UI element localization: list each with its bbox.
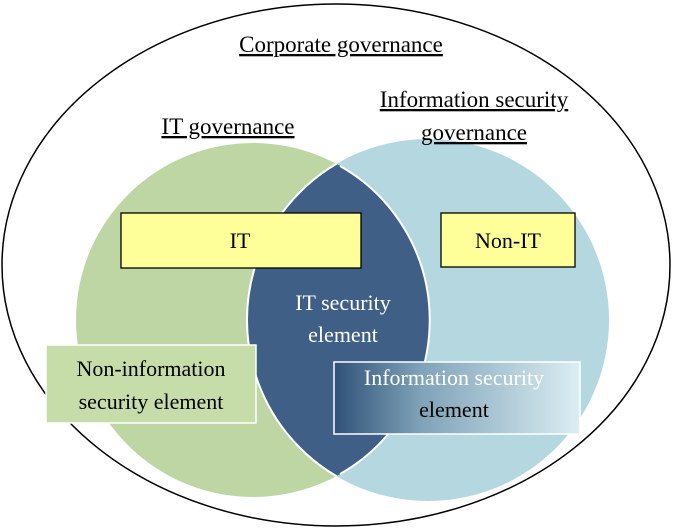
it-box-label: IT bbox=[230, 228, 251, 253]
intersection-left-edge bbox=[339, 165, 431, 475]
infosec-governance-label-line2: governance bbox=[421, 120, 527, 145]
non-it-box-label: Non-IT bbox=[475, 228, 542, 253]
corporate-governance-label: Corporate governance bbox=[239, 32, 443, 57]
infosec-governance-label-line1: Information security bbox=[380, 87, 569, 112]
non-infosec-element-line1: Non-information bbox=[76, 356, 225, 381]
it-box bbox=[120, 212, 362, 269]
it-security-element-line1: IT security bbox=[295, 290, 391, 315]
it-governance-label: IT governance bbox=[161, 114, 294, 139]
non-infosec-element-box bbox=[45, 344, 257, 424]
infosec-element-line1: Information security bbox=[364, 365, 544, 390]
intersection-outline bbox=[246, 143, 430, 497]
non-infosec-element-line2: security element bbox=[79, 389, 224, 414]
infosec-element-box bbox=[333, 361, 581, 435]
infosec-element-line2: element bbox=[419, 397, 489, 422]
non-it-box bbox=[440, 212, 576, 268]
it-security-element-line2: element bbox=[308, 322, 378, 347]
